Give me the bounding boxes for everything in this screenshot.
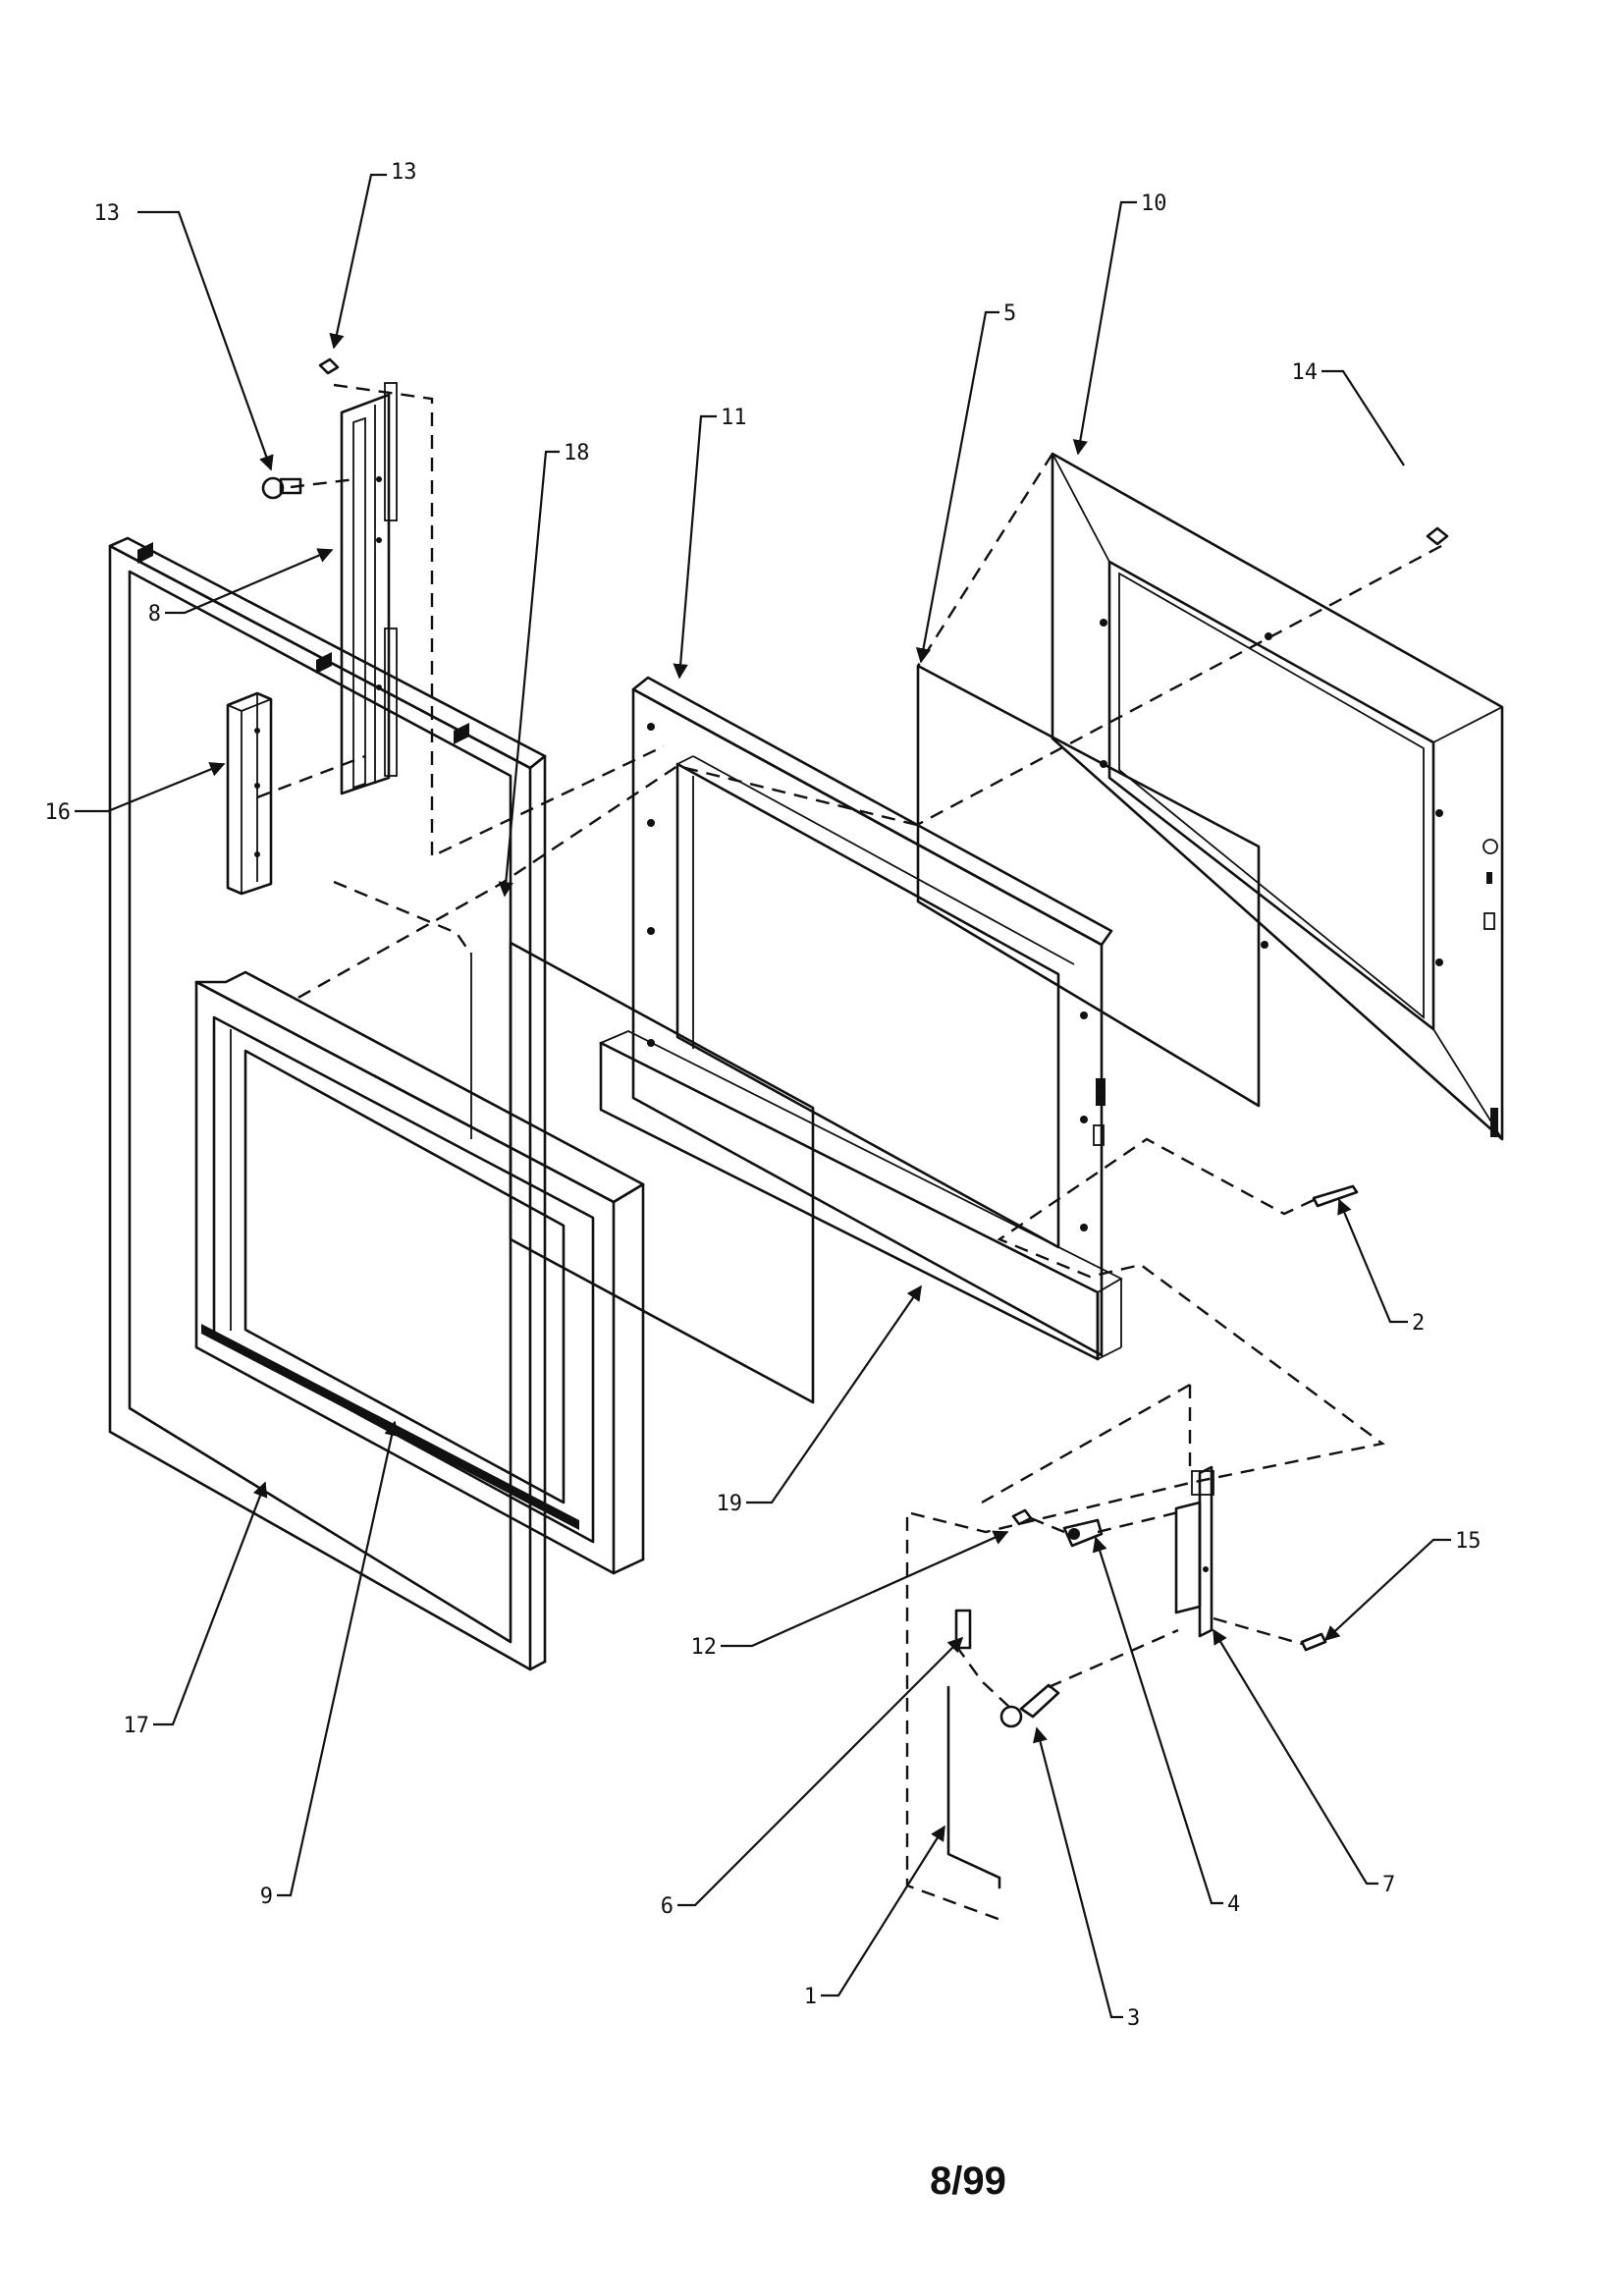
callout-13-top: 13 [391, 160, 417, 185]
callout-11: 11 [721, 406, 747, 430]
part-19-bottom-channel [598, 1030, 1123, 1361]
assembly-dashed-lines [256, 383, 1442, 1923]
part-17-outer-trim-frame [108, 536, 547, 1671]
callout-18: 18 [564, 441, 590, 465]
part-15-screw [1300, 1632, 1327, 1652]
callout-3: 3 [1127, 2006, 1140, 2031]
callout-5: 5 [1003, 301, 1016, 326]
part-14-screw [1426, 526, 1449, 546]
part-13-screw-top [318, 357, 340, 375]
part-10-outer-door-panel [1051, 452, 1504, 1141]
part-16-spacer-block [226, 691, 273, 896]
callout-4: 4 [1227, 1892, 1240, 1917]
callout-9: 9 [260, 1885, 273, 1909]
part-11-inner-door-frame [631, 676, 1113, 1357]
callout-6: 6 [661, 1894, 674, 1919]
part-13-screw-hinge [261, 476, 302, 500]
callout-10: 10 [1141, 191, 1167, 216]
callout-14: 14 [1292, 360, 1319, 385]
callout-2: 2 [1412, 1311, 1425, 1336]
callout-15: 15 [1455, 1529, 1482, 1554]
part-5-film-sheet [916, 664, 1261, 1108]
callout-17: 17 [124, 1714, 150, 1738]
page-number: 8/99 [930, 2159, 1006, 2203]
callout-leaders [75, 173, 1451, 2019]
callout-13-left: 13 [94, 201, 121, 226]
callout-7: 7 [1382, 1873, 1395, 1897]
callout-8: 8 [148, 602, 161, 627]
part-2-screw [1312, 1184, 1359, 1208]
callout-1: 1 [804, 1985, 817, 2009]
part-4-latch-hook [1062, 1518, 1104, 1548]
callout-16: 16 [45, 800, 72, 825]
part-1-latch-cover [946, 1685, 1001, 1889]
part-7-latch-bracket [1174, 1465, 1214, 1638]
part-3-latch-spring [999, 1683, 1060, 1728]
callout-12: 12 [691, 1635, 718, 1660]
part-9-choke-frame [194, 970, 645, 1575]
callout-labels: 13 13 10 5 14 11 18 8 16 2 19 15 12 17 9… [45, 160, 1482, 2031]
part-8-hinge-rail [340, 382, 398, 795]
callout-19: 19 [717, 1492, 743, 1516]
